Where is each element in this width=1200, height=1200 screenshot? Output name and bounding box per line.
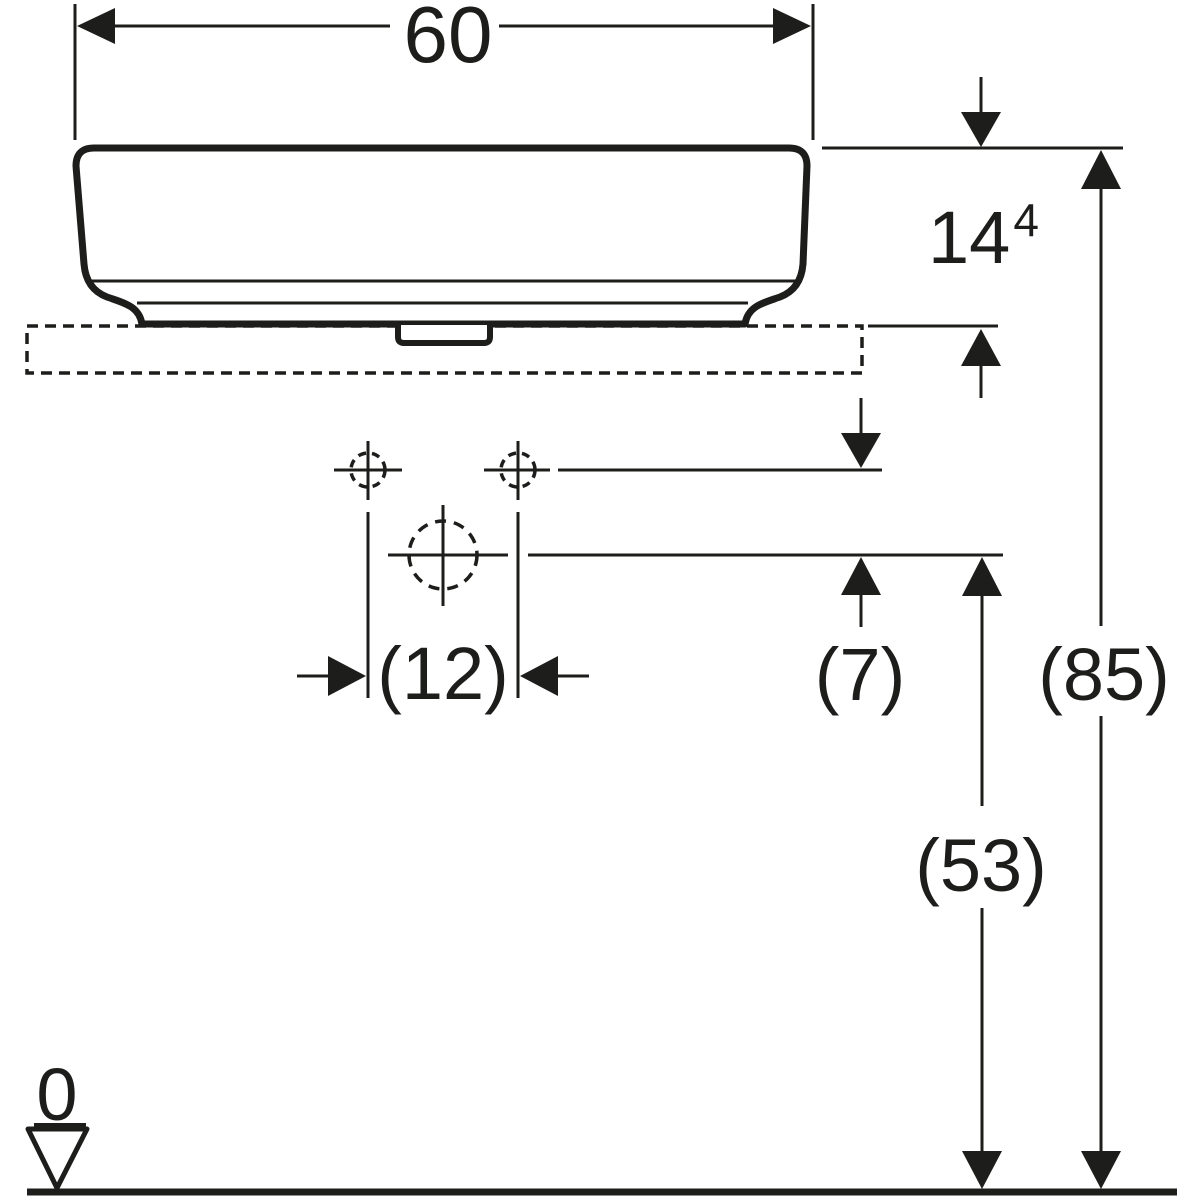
arrowhead-up-icon	[1081, 150, 1121, 189]
arrowhead-up-icon	[962, 557, 1002, 596]
dim-rim-height-85: (85)	[1038, 150, 1170, 1189]
drain-recess	[395, 325, 493, 346]
dim-rim-height-label: (85)	[1038, 633, 1170, 716]
arrowhead-down-icon	[962, 1151, 1002, 1189]
basin-outline	[72, 144, 811, 328]
datum-triangle-icon	[25, 1126, 90, 1191]
tap-holes	[334, 441, 550, 606]
dim-lower-hole-height-label: (53)	[915, 824, 1047, 907]
dim-hole-spacing-12: (12)	[297, 512, 589, 715]
datum-zero-label: 0	[36, 1053, 77, 1136]
dim-lower-hole-height-53: (53)	[915, 557, 1047, 1189]
dim-width-label: 60	[404, 0, 493, 79]
arrowhead-up-icon	[841, 557, 881, 595]
arrowhead-down-icon	[1081, 1151, 1121, 1189]
dim-basin-height-value: 14	[928, 196, 1010, 279]
dim-hole-offset-7: (7)	[815, 398, 905, 716]
arrowhead-right-icon	[773, 8, 811, 44]
arrowhead-up-icon	[961, 329, 1001, 366]
dim-hole-offset-label: (7)	[815, 633, 905, 716]
arrowhead-down-icon	[841, 433, 881, 468]
basin	[72, 144, 811, 346]
datum-zero: 0	[25, 1053, 90, 1191]
dim-basin-height-superscript: 4	[1013, 194, 1039, 246]
arrowhead-right-icon	[328, 656, 366, 696]
dim-basin-height-14: 144	[928, 77, 1039, 398]
arrowhead-left-icon	[77, 8, 115, 44]
dim-hole-spacing-label: (12)	[377, 632, 509, 715]
dim-width-60: 60	[73, 0, 815, 140]
arrowhead-left-icon	[520, 656, 558, 696]
dim-basin-height-label: 144	[928, 194, 1039, 279]
reference-lines	[528, 146, 1123, 557]
arrowhead-down-icon	[961, 112, 1001, 147]
